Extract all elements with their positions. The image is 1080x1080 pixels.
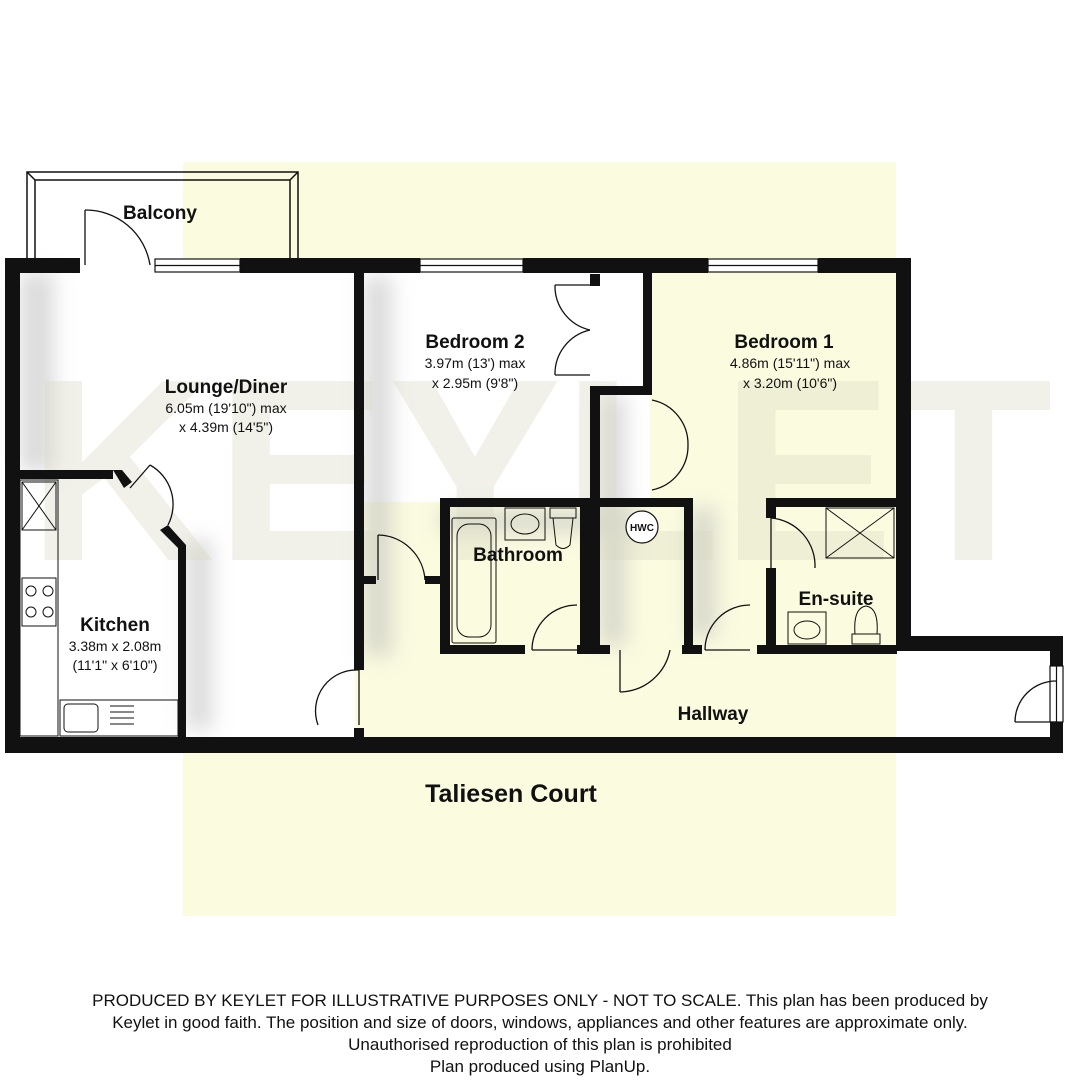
kitchen-dim2: (11'1" x 6'10") [72,657,157,673]
hallway-label: Hallway [678,704,749,725]
lounge-dim1: 6.05m (19'10") max [165,400,286,416]
bedroom2-dim2: x 2.95m (9'8") [432,375,518,391]
kitchen-fixtures [19,479,179,737]
balcony-label: Balcony [123,203,197,224]
bedroom2-label: Bedroom 2 [425,332,524,353]
bedroom1-dim1: 4.86m (15'11") max [730,355,850,371]
walls [5,258,1063,753]
ensuite-label: En-suite [799,589,874,610]
hwc-cylinder [625,510,659,544]
doors [84,209,1057,726]
bathroom-label: Bathroom [473,545,563,566]
windows [154,258,1064,723]
lounge-dim2: x 4.39m (14'5") [179,419,273,435]
balcony-outline [26,171,299,260]
bathroom-fixtures [451,507,577,644]
disclaimer-line: PRODUCED BY KEYLET FOR ILLUSTRATIVE PURP… [92,991,988,1010]
bedroom2-dim1: 3.97m (13') max [425,355,526,371]
building-title: Taliesen Court [425,780,597,808]
ensuite-fixtures [787,507,895,645]
bedroom1-dim2: x 3.20m (10'6") [743,375,837,391]
lounge-label: Lounge/Diner [165,377,288,398]
disclaimer-line: Unauthorised reproduction of this plan i… [348,1035,732,1054]
watermark: KEYLET [27,326,1053,616]
kitchen-dim1: 3.38m x 2.08m [69,638,162,654]
bedroom1-label: Bedroom 1 [734,332,834,353]
hwc-label: HWC [630,523,654,534]
disclaimer-line: Plan produced using PlanUp. [429,1057,651,1076]
bedroom1-floor [650,272,898,500]
disclaimer-line: Keylet in good faith. The position and s… [112,1013,968,1032]
disclaimer: PRODUCED BY KEYLET FOR ILLUSTRATIVE PURP… [20,990,1060,1078]
kitchen-label: Kitchen [80,615,150,636]
wall-shadows [20,272,716,730]
